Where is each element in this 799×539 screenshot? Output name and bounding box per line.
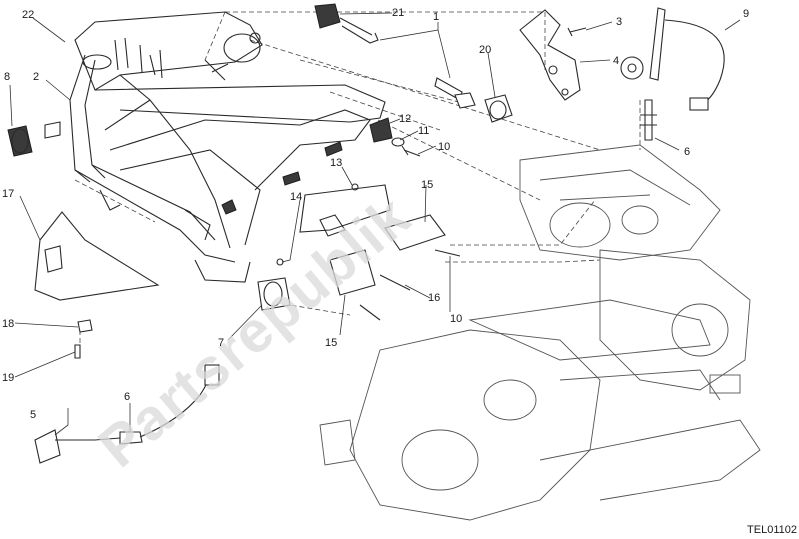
- callout-18: 18: [2, 318, 14, 330]
- callout-5: 5: [30, 409, 36, 421]
- callout-6-upper: 6: [684, 146, 690, 158]
- callout-15-lower: 15: [325, 337, 337, 349]
- callout-22: 22: [22, 9, 34, 21]
- callout-labels: 1 2 3 4 5 6 6 7 8 9 10 10 11 12 13 14 15…: [2, 7, 749, 421]
- callout-8: 8: [4, 71, 10, 83]
- left-side-parts: [7, 125, 220, 464]
- watermark-text: Partsrepublik: [87, 184, 423, 480]
- callout-17: 17: [2, 188, 14, 200]
- assembly-guide-lines: [74, 11, 641, 350]
- callout-10-lower: 10: [450, 313, 462, 325]
- callout-4: 4: [613, 55, 619, 67]
- callout-9: 9: [743, 8, 749, 20]
- callout-11: 11: [418, 125, 429, 137]
- callout-12: 12: [399, 113, 411, 125]
- callout-14: 14: [290, 191, 302, 203]
- callout-7: 7: [218, 337, 224, 349]
- callout-15-upper: 15: [421, 179, 433, 191]
- callout-1: 1: [433, 11, 439, 23]
- callout-3: 3: [616, 16, 622, 28]
- callout-13: 13: [330, 157, 342, 169]
- callout-20: 20: [479, 44, 491, 56]
- reference-code: TEL01102: [747, 524, 797, 536]
- callout-10-upper: 10: [438, 141, 450, 153]
- callout-21: 21: [392, 7, 404, 19]
- callout-16: 16: [428, 292, 440, 304]
- main-frame: [44, 11, 386, 283]
- callout-2: 2: [33, 71, 39, 83]
- callout-6-lower: 6: [124, 391, 130, 403]
- callout-19: 19: [2, 372, 14, 384]
- leader-lines: [9, 12, 741, 436]
- engine: [319, 144, 761, 521]
- upper-small-parts: [257, 3, 725, 321]
